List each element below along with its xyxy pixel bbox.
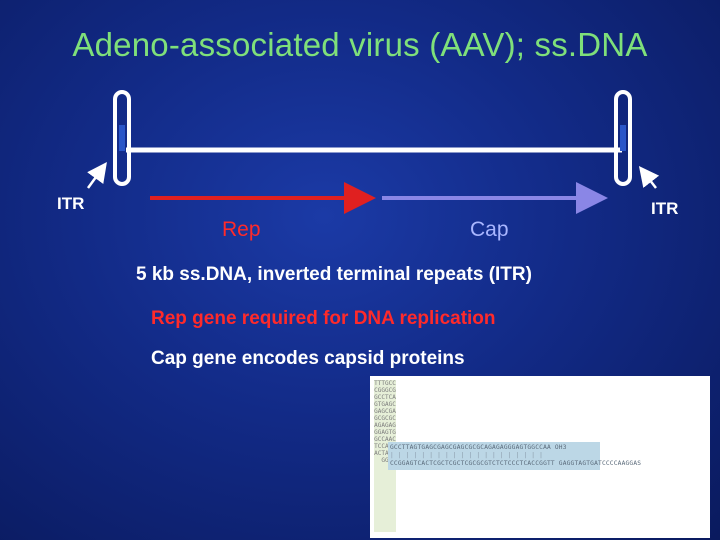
itr-sequence-figure: TTTGCCCGGGCGGCCTCAGTGAGCGAGCGAGCGCGCAGAG…	[370, 376, 710, 538]
itr-left-hairpin	[113, 90, 131, 186]
cap-label: Cap	[470, 218, 509, 241]
sequence-row-bottom: CCGGAGTCACTCGCTCGCTCGCGCGTCTCTCCCTCACCGG…	[390, 460, 642, 467]
slide-title: Adeno-associated virus (AAV); ss.DNA	[72, 26, 648, 63]
itr-left-pointer	[86, 161, 107, 189]
note-itr: 5 kb ss.DNA, inverted terminal repeats (…	[136, 264, 532, 285]
sequence-row-top: GCCTTAGTGAGCGAGCGAGCGCGCAGAGAGGGAGTGGCCA…	[390, 444, 567, 451]
itr-right-label: ITR	[651, 199, 679, 218]
sequence-row-pairs: | | | | | | | | | | | | | | | | | | | |	[390, 452, 544, 459]
paired-region-highlight	[388, 442, 600, 470]
rep-label: Rep	[222, 218, 261, 241]
note-cap: Cap gene encodes capsid proteins	[151, 348, 465, 369]
itr-left-label: ITR	[57, 194, 85, 213]
note-rep: Rep gene required for DNA replication	[151, 308, 496, 329]
itr-right-pointer	[638, 166, 660, 189]
itr-right-hairpin	[614, 90, 632, 186]
hairpin-sequence-vertical: TTTGCCCGGGCGGCCTCAGTGAGCGAGCGAGCGCGCAGAG…	[374, 380, 396, 532]
